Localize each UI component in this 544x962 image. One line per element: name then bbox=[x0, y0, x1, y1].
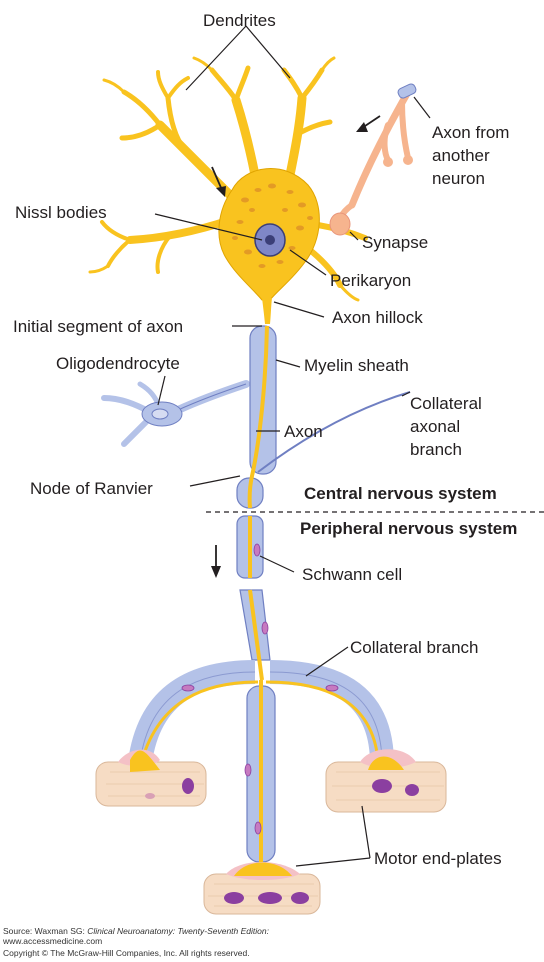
label-myelin-sheath: Myelin sheath bbox=[304, 356, 409, 375]
source-line1: Source: Waxman SG: Clinical Neuroanatomy… bbox=[3, 926, 270, 936]
label-central-nervous-system: Central nervous system bbox=[304, 484, 497, 503]
schwann-cell-nucleus bbox=[254, 544, 260, 556]
muscle-right bbox=[326, 749, 446, 812]
label-axon: Axon bbox=[284, 422, 323, 441]
middle-axon-segment bbox=[245, 680, 275, 876]
myelinated-axon-pns bbox=[237, 516, 270, 680]
label-peripheral-nervous-system: Peripheral nervous system bbox=[300, 519, 517, 538]
oligodendrocyte bbox=[104, 384, 246, 444]
presynaptic-axon bbox=[338, 83, 418, 232]
myelinated-axon-cns bbox=[237, 326, 276, 508]
label-collateral-axonal-line3: branch bbox=[410, 440, 462, 459]
label-oligodendrocyte: Oligodendrocyte bbox=[56, 354, 180, 373]
label-axon-hillock: Axon hillock bbox=[332, 308, 423, 327]
label-initial-segment: Initial segment of axon bbox=[13, 317, 183, 336]
left-collateral-branch bbox=[140, 672, 258, 762]
label-schwann-cell: Schwann cell bbox=[302, 565, 402, 584]
label-axon-from-line1: Axon from bbox=[432, 123, 509, 142]
label-nissl-bodies: Nissl bodies bbox=[15, 203, 107, 222]
synapse-bouton bbox=[330, 213, 350, 235]
muscle-left bbox=[96, 750, 206, 806]
source-line3: Copyright © The McGraw-Hill Companies, I… bbox=[3, 948, 250, 958]
label-collateral-axonal-line1: Collateral bbox=[410, 394, 482, 413]
axon-hillock bbox=[262, 298, 272, 324]
label-node-of-ranvier: Node of Ranvier bbox=[30, 479, 153, 498]
label-collateral-branch: Collateral branch bbox=[350, 638, 479, 657]
collateral-axonal-branch bbox=[258, 392, 410, 472]
label-axon-from-line3: neuron bbox=[432, 169, 485, 188]
source-line2: www.accessmedicine.com bbox=[2, 936, 102, 946]
label-collateral-axonal-line2: axonal bbox=[410, 417, 460, 436]
label-motor-end-plates: Motor end-plates bbox=[374, 849, 502, 868]
label-perikaryon: Perikaryon bbox=[330, 271, 411, 290]
muscle-bottom bbox=[204, 862, 320, 914]
neuron-dendrites bbox=[90, 58, 365, 300]
label-synapse: Synapse bbox=[362, 233, 428, 252]
label-dendrites: Dendrites bbox=[203, 11, 276, 30]
right-collateral-branch bbox=[266, 672, 382, 760]
label-axon-from-line2: another bbox=[432, 146, 490, 165]
